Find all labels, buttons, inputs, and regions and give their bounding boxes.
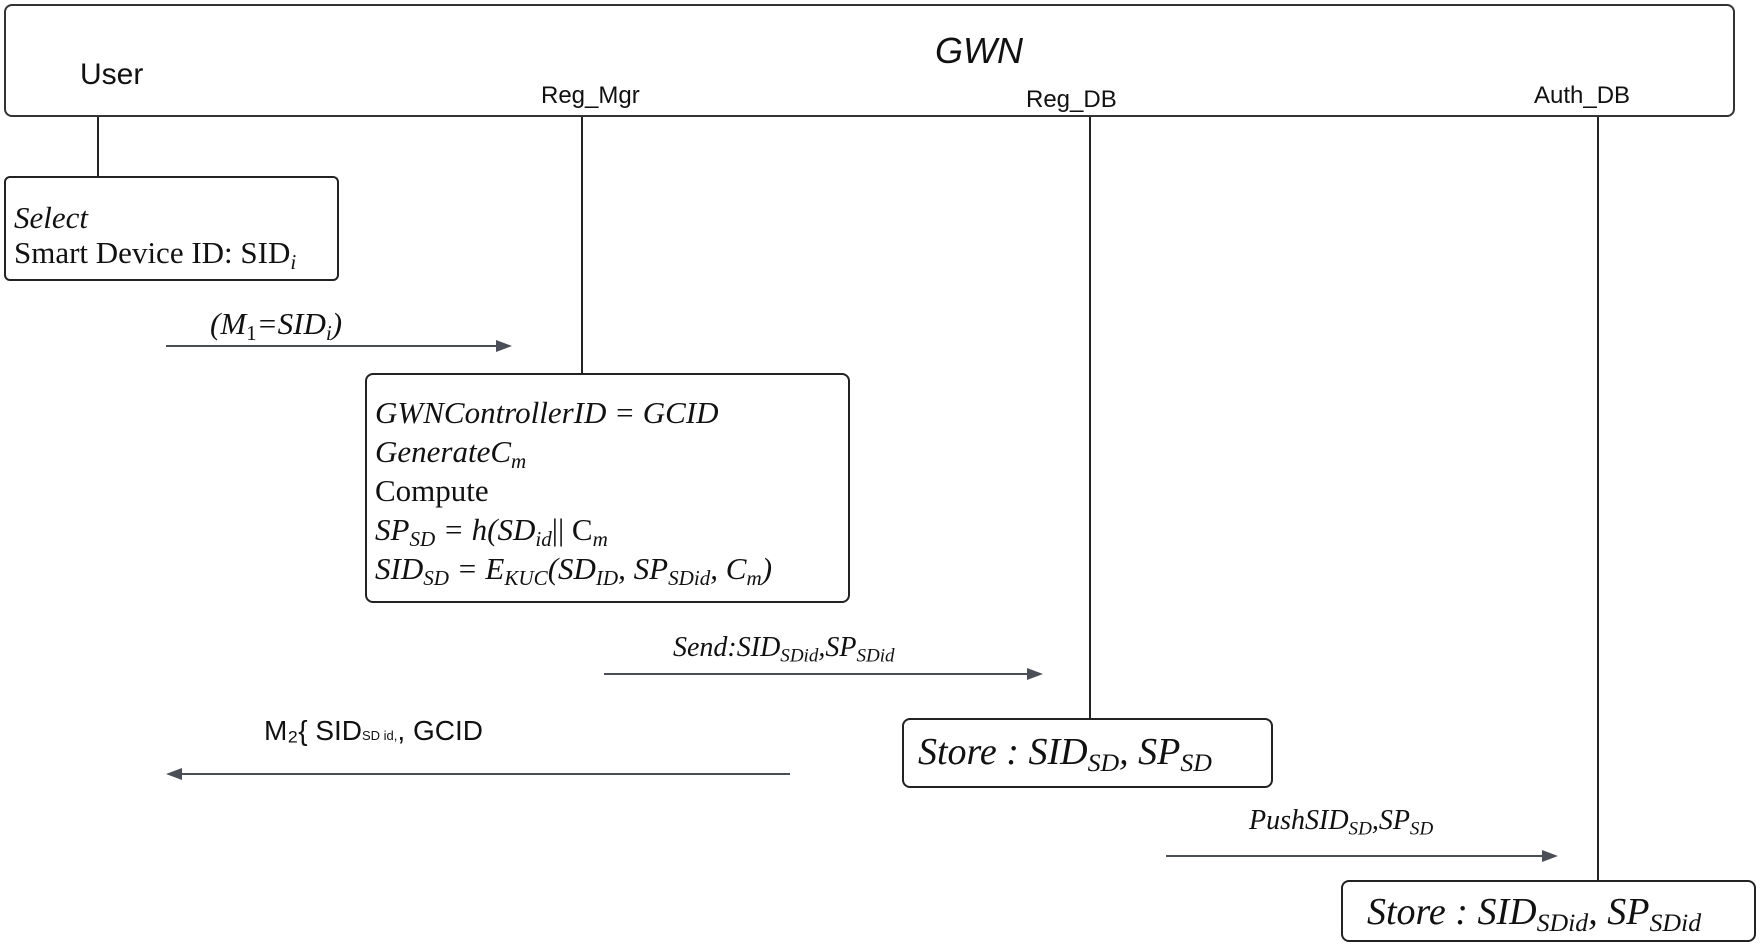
user-box-line-device-id: Smart Device ID: SIDi: [14, 235, 297, 274]
lifeline-user: [97, 117, 99, 177]
user-select-box: Select Smart Device ID: SIDi: [4, 176, 339, 281]
reg-box-generate: GenerateCm: [375, 434, 527, 473]
actor-reg-mgr: Reg_Mgr: [541, 82, 640, 109]
reg-box-gcid: GWNControllerID = GCID: [375, 395, 719, 430]
message-m1-label: (M1=SIDi): [210, 306, 343, 345]
lifeline-reg-mgr: [581, 117, 583, 374]
actor-user: User: [80, 58, 144, 91]
arrow-m1: [166, 340, 512, 352]
lifeline-auth-db: [1597, 117, 1599, 881]
reg-box-compute: Compute: [375, 473, 489, 508]
gwn-container: [4, 4, 1735, 117]
reg-db-store-box: Store : SIDSD, SPSD: [902, 718, 1273, 788]
arrow-push: [1166, 850, 1558, 862]
user-box-line-select: Select: [14, 200, 89, 235]
reg-box-sp-formula: SPSD = h(SDid|| Cm: [375, 512, 608, 551]
lifeline-reg-db: [1089, 117, 1091, 720]
reg-box-sid-formula: SIDSD = EKUC(SDID, SPSDid, Cm): [375, 551, 773, 590]
message-push-label: PushSIDSD,SPSD: [1249, 805, 1434, 840]
actor-reg-db: Reg_DB: [1026, 86, 1117, 113]
arrow-send: [604, 668, 1043, 680]
message-send-label: Send:SIDSDid,SPSDid: [673, 632, 895, 667]
actor-auth-db: Auth_DB: [1534, 82, 1631, 109]
gwn-title: GWN: [935, 30, 1023, 71]
message-m2-label: M₂{ SIDSD id,, GCID: [264, 715, 483, 746]
auth-db-store-box: Store : SIDSDid, SPSDid: [1341, 880, 1756, 942]
reg-mgr-compute-box: GWNControllerID = GCID GenerateCm Comput…: [365, 373, 850, 603]
arrow-m2: [166, 768, 790, 780]
